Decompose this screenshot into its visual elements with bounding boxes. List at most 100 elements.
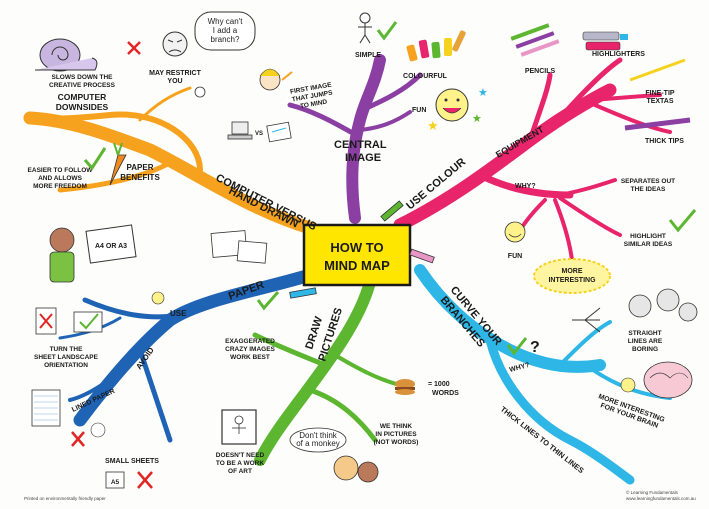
exaggerated-3: WORK BEST: [230, 354, 270, 361]
fine-tip-2: TEXTAS: [646, 98, 673, 105]
branch-use: [82, 297, 183, 320]
branch-paper-benefits: [57, 157, 178, 193]
lined-paper-icon: [31, 389, 61, 427]
simple-label: SIMPLE: [355, 52, 381, 59]
a5-sheet-icon: [105, 471, 125, 489]
first-image-3: TO MIND: [300, 98, 328, 110]
center-title-line1: HOW TO: [330, 240, 383, 255]
branch-equipment-fine: [588, 93, 662, 102]
thick-marker-icon: [624, 117, 691, 131]
colourful-label: COLOURFUL: [403, 73, 448, 80]
label-paper: PAPER: [227, 279, 266, 303]
why-cant-1: Why can't: [208, 17, 244, 26]
branch-central-left: [287, 102, 359, 138]
branch-sketch-icon: [572, 307, 601, 333]
may-restrict-2: YOU: [167, 78, 182, 85]
landscape-2: SHEET LANDSCAPE: [34, 354, 99, 361]
carrot-icon: [109, 142, 127, 186]
branch-computer: [23, 111, 317, 235]
landscape-check-icon: [73, 311, 103, 333]
snail-icon: [35, 38, 98, 72]
footer-left: Printed on environmentally friendly pape…: [24, 496, 106, 501]
pencils-label: PENCILS: [525, 68, 556, 75]
branch-central-fun: [358, 110, 412, 132]
branch-colour: [393, 83, 617, 232]
speech-bubble-why: Why can't I add a branch?: [194, 11, 256, 51]
branch-equipment-hl: [557, 57, 623, 121]
blue-pencil-icon: [289, 287, 317, 299]
straight-lines-2: LINES ARE: [628, 338, 663, 345]
brain-icon: [643, 361, 693, 399]
speech-bubble-monkey: Don't think of a monkey: [289, 427, 347, 453]
star-icon: ★: [478, 87, 488, 99]
branch-straight: [558, 320, 612, 367]
branch-exaggerated: [252, 332, 328, 368]
check-icon: [256, 291, 280, 311]
fun-central-label: FUN: [412, 107, 426, 114]
star-icon: ★: [472, 113, 482, 125]
branch-avoid: [137, 347, 173, 443]
sad-face-icon: [194, 86, 206, 98]
branch-equipment-pencils: [527, 72, 553, 143]
branch-pictures: [254, 276, 376, 466]
sad-face-icon: [90, 422, 106, 438]
question-mark-icon: ?: [530, 339, 540, 356]
paint-pots-icon: [406, 30, 466, 62]
people-faces-icon: [333, 455, 379, 483]
computer-downsides-2: DOWNSIDES: [56, 102, 109, 112]
branch-equipment-thick: [593, 103, 672, 134]
doesnt-need-3: OF ART: [228, 468, 252, 475]
check-icon: [506, 337, 528, 356]
green-pencil-icon: [380, 200, 404, 222]
highlighters-icon: [582, 31, 628, 51]
branch-more-int: [553, 198, 574, 262]
monkey-bubble-2: of a monkey: [296, 439, 340, 448]
highlight-similar-1: HIGHLIGHT: [630, 233, 666, 240]
more-interesting-2: INTERESTING: [548, 277, 596, 284]
branch-thousand: [333, 353, 402, 387]
branch-thick-thin: [485, 335, 635, 485]
landscape-3: ORIENTATION: [44, 362, 88, 369]
a4-a3-label: A4 OR A3: [95, 243, 127, 250]
fun-colour-label: FUN: [508, 253, 522, 260]
center-node: HOW TO MIND MAP: [289, 200, 435, 299]
smiley-face-icon: [435, 88, 469, 122]
boy-holding-sign-icon: [49, 224, 137, 283]
more-interesting-1: MORE: [562, 268, 583, 275]
may-restrict-1: MAY RESTRICT: [149, 70, 201, 77]
fine-tip-1: FINE-TIP: [645, 90, 674, 97]
branch-restrict: [138, 86, 192, 122]
straight-lines-1: STRAIGHT: [628, 330, 661, 337]
center-title-line2: MIND MAP: [324, 258, 390, 273]
highlighters-label: HIGHLIGHTERS: [592, 51, 645, 58]
vs-label: VS: [255, 131, 263, 137]
red-cross-icon: [71, 431, 85, 447]
burger-icon: [395, 379, 415, 395]
think-pictures-2: IN PICTURES: [375, 431, 417, 438]
easier-3: MORE FREEDOM: [33, 183, 87, 190]
thick-tips-label: THICK TIPS: [645, 138, 684, 145]
separates-1: SEPARATES OUT: [621, 178, 675, 185]
stick-figure-frame-icon: [221, 409, 257, 445]
doesnt-need-2: TO BE A WORK: [216, 460, 264, 467]
computer-downsides-1: COMPUTER: [58, 92, 107, 102]
separates-2: THE IDEAS: [631, 186, 666, 193]
slows-down-1: SLOWS DOWN THE: [51, 74, 113, 81]
red-cross-icon: [137, 471, 153, 489]
thinking-girl-icon: [259, 68, 293, 91]
angry-face-icon: [162, 31, 188, 57]
branch-central-right: [359, 72, 423, 113]
why-curve-label: WHY?: [509, 362, 531, 374]
branch-separates: [558, 178, 617, 197]
pencils-icon: [510, 23, 560, 57]
red-cross-icon: [127, 41, 141, 55]
branch-lined: [68, 358, 137, 402]
exaggerated-2: CRAZY IMAGES: [225, 346, 275, 353]
smiley-face-icon: [151, 291, 165, 305]
label-central-line2: IMAGE: [345, 152, 381, 164]
doesnt-need-1: DOESN'T NEED: [216, 452, 265, 459]
straight-lines-3: BORING: [632, 346, 658, 353]
check-icon: [83, 147, 107, 171]
